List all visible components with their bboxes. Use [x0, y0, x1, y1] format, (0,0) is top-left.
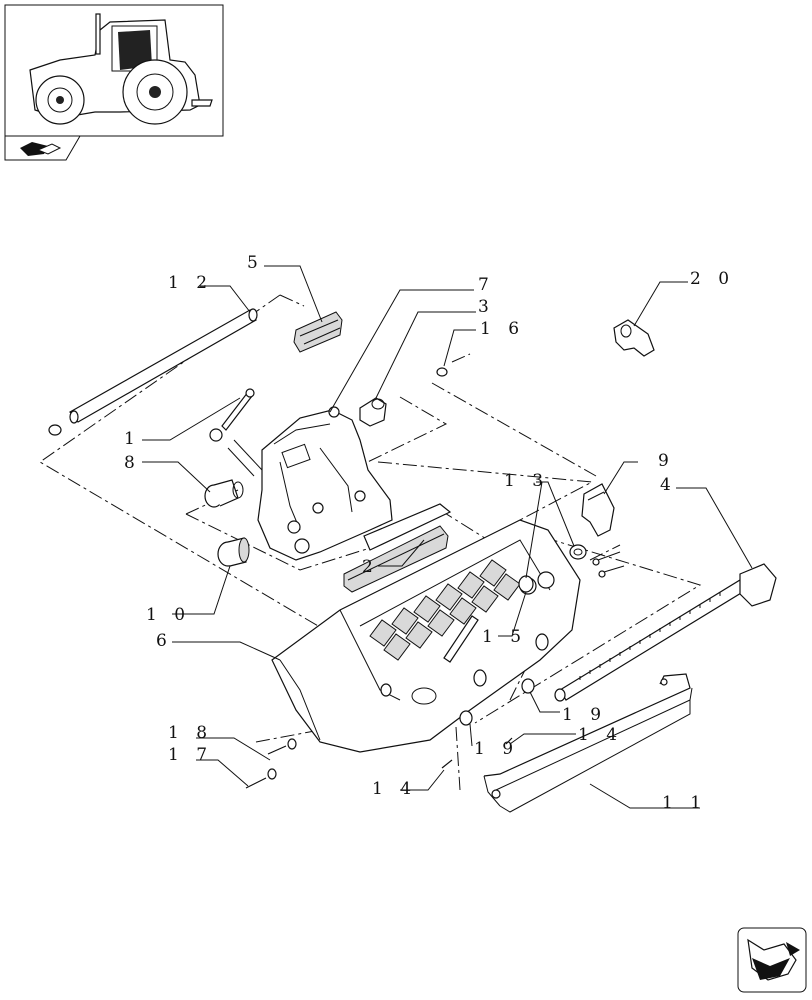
callout-11: 1 1	[662, 793, 707, 813]
pad-part-5	[293, 311, 343, 353]
bracket-part-9	[581, 483, 615, 537]
callout-9: 9	[658, 451, 675, 471]
bushing-part-3	[359, 397, 387, 427]
pedal-arm-part-11	[483, 673, 693, 813]
fasteners-bottom	[441, 678, 535, 769]
bolts-group	[592, 551, 625, 578]
callout-19a: 1 9	[562, 705, 607, 725]
callout-7: 7	[478, 275, 495, 295]
bushing-part-10	[217, 537, 250, 567]
callout-18: 1 8	[168, 723, 213, 743]
callout-labels: 5 1 2 7 3 1 6 2 0 1 8 1 3 9 4 2 1 0 1 5 …	[124, 253, 735, 813]
callout-14b: 1 4	[372, 779, 417, 799]
callout-19b: 1 9	[474, 739, 519, 759]
pedal-bracket-part-7	[227, 406, 393, 561]
rod-part-12	[48, 308, 258, 436]
callout-15: 1 5	[482, 627, 527, 647]
book-tab-icon	[4, 135, 81, 161]
leader-lines	[142, 265, 753, 809]
callout-10: 1 0	[146, 605, 191, 625]
callout-20: 2 0	[690, 269, 735, 289]
callout-8: 8	[124, 453, 141, 473]
clip-part-16	[436, 367, 448, 377]
callout-13: 1 3	[504, 471, 549, 491]
spring-rod-part-4	[554, 563, 777, 702]
callout-6: 6	[156, 631, 173, 651]
fasteners-left	[245, 738, 297, 789]
tractor-thumbnail-icon	[4, 4, 224, 137]
pin-part-1	[209, 388, 255, 442]
washer-part-13	[569, 544, 587, 560]
ring-part-15	[518, 575, 534, 593]
bushing-part-8	[204, 479, 244, 508]
callout-1: 1	[124, 429, 141, 449]
callout-3: 3	[478, 297, 495, 317]
callout-12: 1 2	[168, 273, 213, 293]
callout-16: 1 6	[480, 319, 525, 339]
callout-2: 2	[362, 557, 379, 577]
pedal-base-part-6	[271, 519, 581, 753]
next-page-arrow-icon[interactable]	[737, 927, 807, 993]
callout-4: 4	[660, 475, 677, 495]
callout-5: 5	[247, 253, 264, 273]
callout-14a: 1 4	[578, 725, 623, 745]
callout-17: 1 7	[168, 745, 213, 765]
